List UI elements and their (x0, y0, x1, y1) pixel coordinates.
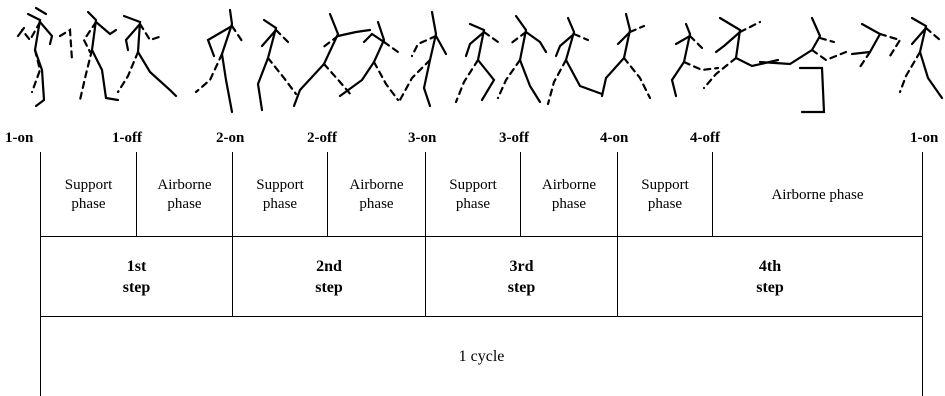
phase-cell: Support phase (64, 177, 113, 212)
stick-figure (194, 8, 246, 114)
phase-cell: Airborne phase (157, 177, 212, 212)
event-label: 3-off (499, 130, 529, 146)
stick-figure (546, 16, 604, 106)
divider (327, 152, 328, 237)
step-cell: 4th step (756, 257, 784, 296)
stick-figure (256, 18, 298, 112)
stick-figure (600, 12, 652, 100)
cycle-cell: 1 cycle (458, 348, 505, 365)
step-cell: 3rd step (507, 257, 536, 296)
event-label: 3-on (408, 130, 437, 146)
divider (520, 152, 521, 237)
phase-cell: Support phase (449, 177, 497, 212)
stick-figure (496, 14, 548, 104)
event-label: 1-off (112, 130, 142, 146)
event-label: 4-off (690, 130, 720, 146)
divider (425, 152, 426, 317)
stick-figure (454, 22, 500, 104)
event-label: 2-off (307, 130, 337, 146)
phase-cell: Airborne phase (771, 186, 864, 203)
divider (136, 152, 137, 237)
stick-figure (292, 12, 372, 108)
stick-figure (670, 22, 720, 98)
event-label: 1-on (5, 130, 34, 146)
step-cell: 1st step (122, 257, 151, 296)
divider (617, 152, 618, 317)
divider (40, 152, 41, 396)
event-label: 4-on (600, 130, 629, 146)
stick-figure (758, 16, 848, 114)
phase-cell: Airborne phase (541, 177, 597, 212)
stick-figure-sequence (16, 6, 944, 114)
phase-cell: Support phase (256, 177, 304, 212)
stick-figure (116, 14, 178, 98)
stick-figure (898, 16, 944, 100)
stick-figure (702, 16, 780, 90)
stick-figure (58, 10, 120, 102)
step-cell: 2nd step (315, 257, 343, 296)
divider (232, 152, 233, 317)
divider (712, 152, 713, 237)
phase-cell: Airborne phase (349, 177, 404, 212)
stick-figure (16, 6, 54, 108)
stick-figure (398, 10, 448, 108)
stick-figure (850, 22, 902, 72)
stick-figure (338, 20, 400, 102)
phase-cell: Support phase (641, 177, 689, 212)
divider (40, 316, 923, 317)
divider (40, 236, 923, 237)
event-label: 2-on (216, 130, 245, 146)
event-label: 1-on (910, 130, 939, 146)
divider (922, 152, 923, 396)
